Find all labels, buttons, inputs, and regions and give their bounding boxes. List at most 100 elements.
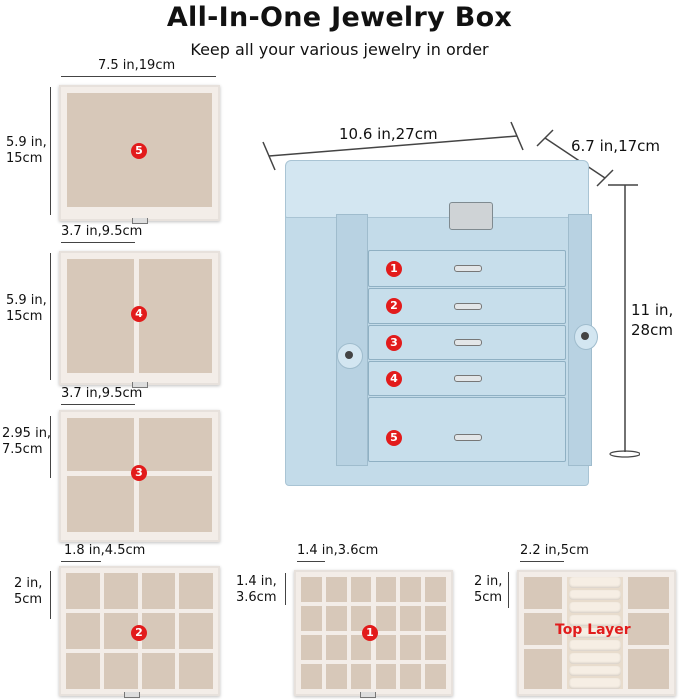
- tray1-height-label: 1.4 in, 3.6cm: [236, 574, 277, 605]
- ring-roll: [569, 627, 621, 639]
- page-subtitle: Keep all your various jewelry in order: [190, 40, 489, 59]
- dimension-line: [50, 87, 51, 215]
- tray-compartment: [325, 577, 347, 602]
- dimension-line: [50, 253, 51, 380]
- ring-roll: [569, 665, 621, 677]
- tray-compartment: [325, 635, 347, 660]
- tray-compartment: [350, 635, 372, 660]
- tray3-height-label: 2.95 in, 7.5cm: [2, 426, 52, 457]
- tray-compartment: [301, 635, 322, 660]
- drawer-handle[interactable]: [454, 339, 482, 346]
- tray-compartment: [141, 613, 176, 649]
- tray-compartment: [66, 613, 100, 649]
- tray-compartment: [139, 418, 212, 471]
- tray-compartment: [628, 649, 669, 689]
- drawer-handle[interactable]: [454, 375, 482, 382]
- tray5-height-label: 5.9 in, 15cm: [6, 135, 47, 166]
- tray-compartment: [350, 577, 372, 602]
- tray3-badge: 3: [131, 465, 147, 481]
- tray2-width-label: 1.8 in,4.5cm: [64, 543, 146, 558]
- tray-compartment: [350, 606, 372, 631]
- drawer-4-badge: 4: [386, 370, 402, 387]
- tray-compartment: [103, 573, 138, 609]
- box-height-label: 11 in, 28cm: [631, 301, 674, 339]
- drawer-3-badge: 3: [386, 334, 402, 351]
- ring-roll: [569, 577, 621, 588]
- box-depth-dimension: [536, 129, 614, 187]
- tray-compartment: [524, 613, 562, 645]
- drawer-2-badge: 2: [386, 298, 402, 314]
- tray5-badge: 5: [131, 143, 147, 159]
- tray-compartment: [141, 573, 176, 609]
- tray1-width-label: 1.4 in,3.6cm: [297, 543, 379, 558]
- tray-compartment: [301, 664, 322, 689]
- drawer-3[interactable]: 3: [368, 325, 566, 360]
- dimension-line: [285, 573, 286, 605]
- tray-compartment: [179, 653, 213, 689]
- box-width-dimension: [262, 121, 524, 171]
- dimension-line: [61, 404, 135, 405]
- drawer-1[interactable]: 1: [368, 250, 566, 287]
- tray-compartment: [524, 577, 562, 609]
- tray-compartment: [139, 476, 212, 532]
- tray-compartment: [524, 649, 562, 689]
- tray-compartment: [375, 664, 397, 689]
- tray-compartment: [375, 635, 397, 660]
- ring-roll-section: [567, 577, 623, 689]
- tray-compartment: [179, 613, 213, 649]
- top-layer-label: Top Layer: [555, 622, 631, 638]
- drawer-5[interactable]: 5: [368, 397, 566, 462]
- ring-roll: [569, 640, 621, 651]
- dimension-line: [61, 76, 216, 77]
- tray-compartment: [628, 577, 669, 609]
- drawer-1-badge: 1: [386, 260, 402, 277]
- toplayer-height-label: 2 in, 5cm: [474, 574, 503, 605]
- tray-compartment: [325, 606, 347, 631]
- snap-button-icon: [345, 351, 353, 359]
- tray4-badge: 4: [131, 306, 147, 322]
- drawer-4[interactable]: 4: [368, 361, 566, 396]
- tray-pull-tab: [360, 692, 376, 698]
- tray3-width-label: 3.7 in,9.5cm: [61, 386, 143, 401]
- tray-pull-tab: [124, 692, 140, 698]
- tray-compartment: [67, 259, 134, 373]
- tray-compartment: [301, 606, 322, 631]
- dimension-line: [50, 416, 51, 478]
- dimension-line: [61, 242, 135, 243]
- ring-roll: [569, 678, 621, 689]
- tray4-height-label: 5.9 in, 15cm: [6, 293, 47, 324]
- tray-5: [59, 85, 220, 221]
- tray-compartment: [103, 653, 138, 689]
- dimension-line: [297, 561, 325, 562]
- left-side-door[interactable]: [336, 214, 368, 466]
- tray-compartment: [425, 606, 446, 631]
- tray-compartment: [400, 635, 422, 660]
- tray4-width-label: 3.7 in,9.5cm: [61, 224, 143, 239]
- tray-compartment: [400, 606, 422, 631]
- tray2-badge: 2: [131, 625, 147, 641]
- toplayer-width-label: 2.2 in,5cm: [520, 543, 589, 558]
- drawer-2[interactable]: 2: [368, 288, 566, 324]
- snap-button-icon: [581, 332, 589, 340]
- drawer-handle[interactable]: [454, 302, 482, 310]
- tray-compartment: [350, 664, 372, 689]
- drawer-handle[interactable]: [454, 434, 482, 441]
- drawer-handle[interactable]: [454, 265, 482, 272]
- tray-compartment: [67, 476, 134, 532]
- tray-compartment: [425, 635, 446, 660]
- ring-roll: [569, 602, 621, 613]
- tray-compartment: [66, 573, 100, 609]
- dimension-line: [50, 571, 51, 619]
- box-width-label: 10.6 in,27cm: [339, 125, 438, 143]
- tray-compartment: [425, 577, 446, 602]
- lid-clasp[interactable]: [449, 202, 493, 230]
- tray-compartment: [66, 653, 100, 689]
- tray1-badge: 1: [362, 625, 378, 641]
- tray-1: [294, 570, 453, 696]
- tray-compartment: [141, 653, 176, 689]
- tray-compartment-grid: [301, 577, 446, 689]
- dimension-line: [61, 561, 101, 562]
- tray-compartment-grid: [66, 573, 213, 689]
- tray-pull-tab: [132, 382, 148, 388]
- tray-pull-tab: [132, 218, 148, 224]
